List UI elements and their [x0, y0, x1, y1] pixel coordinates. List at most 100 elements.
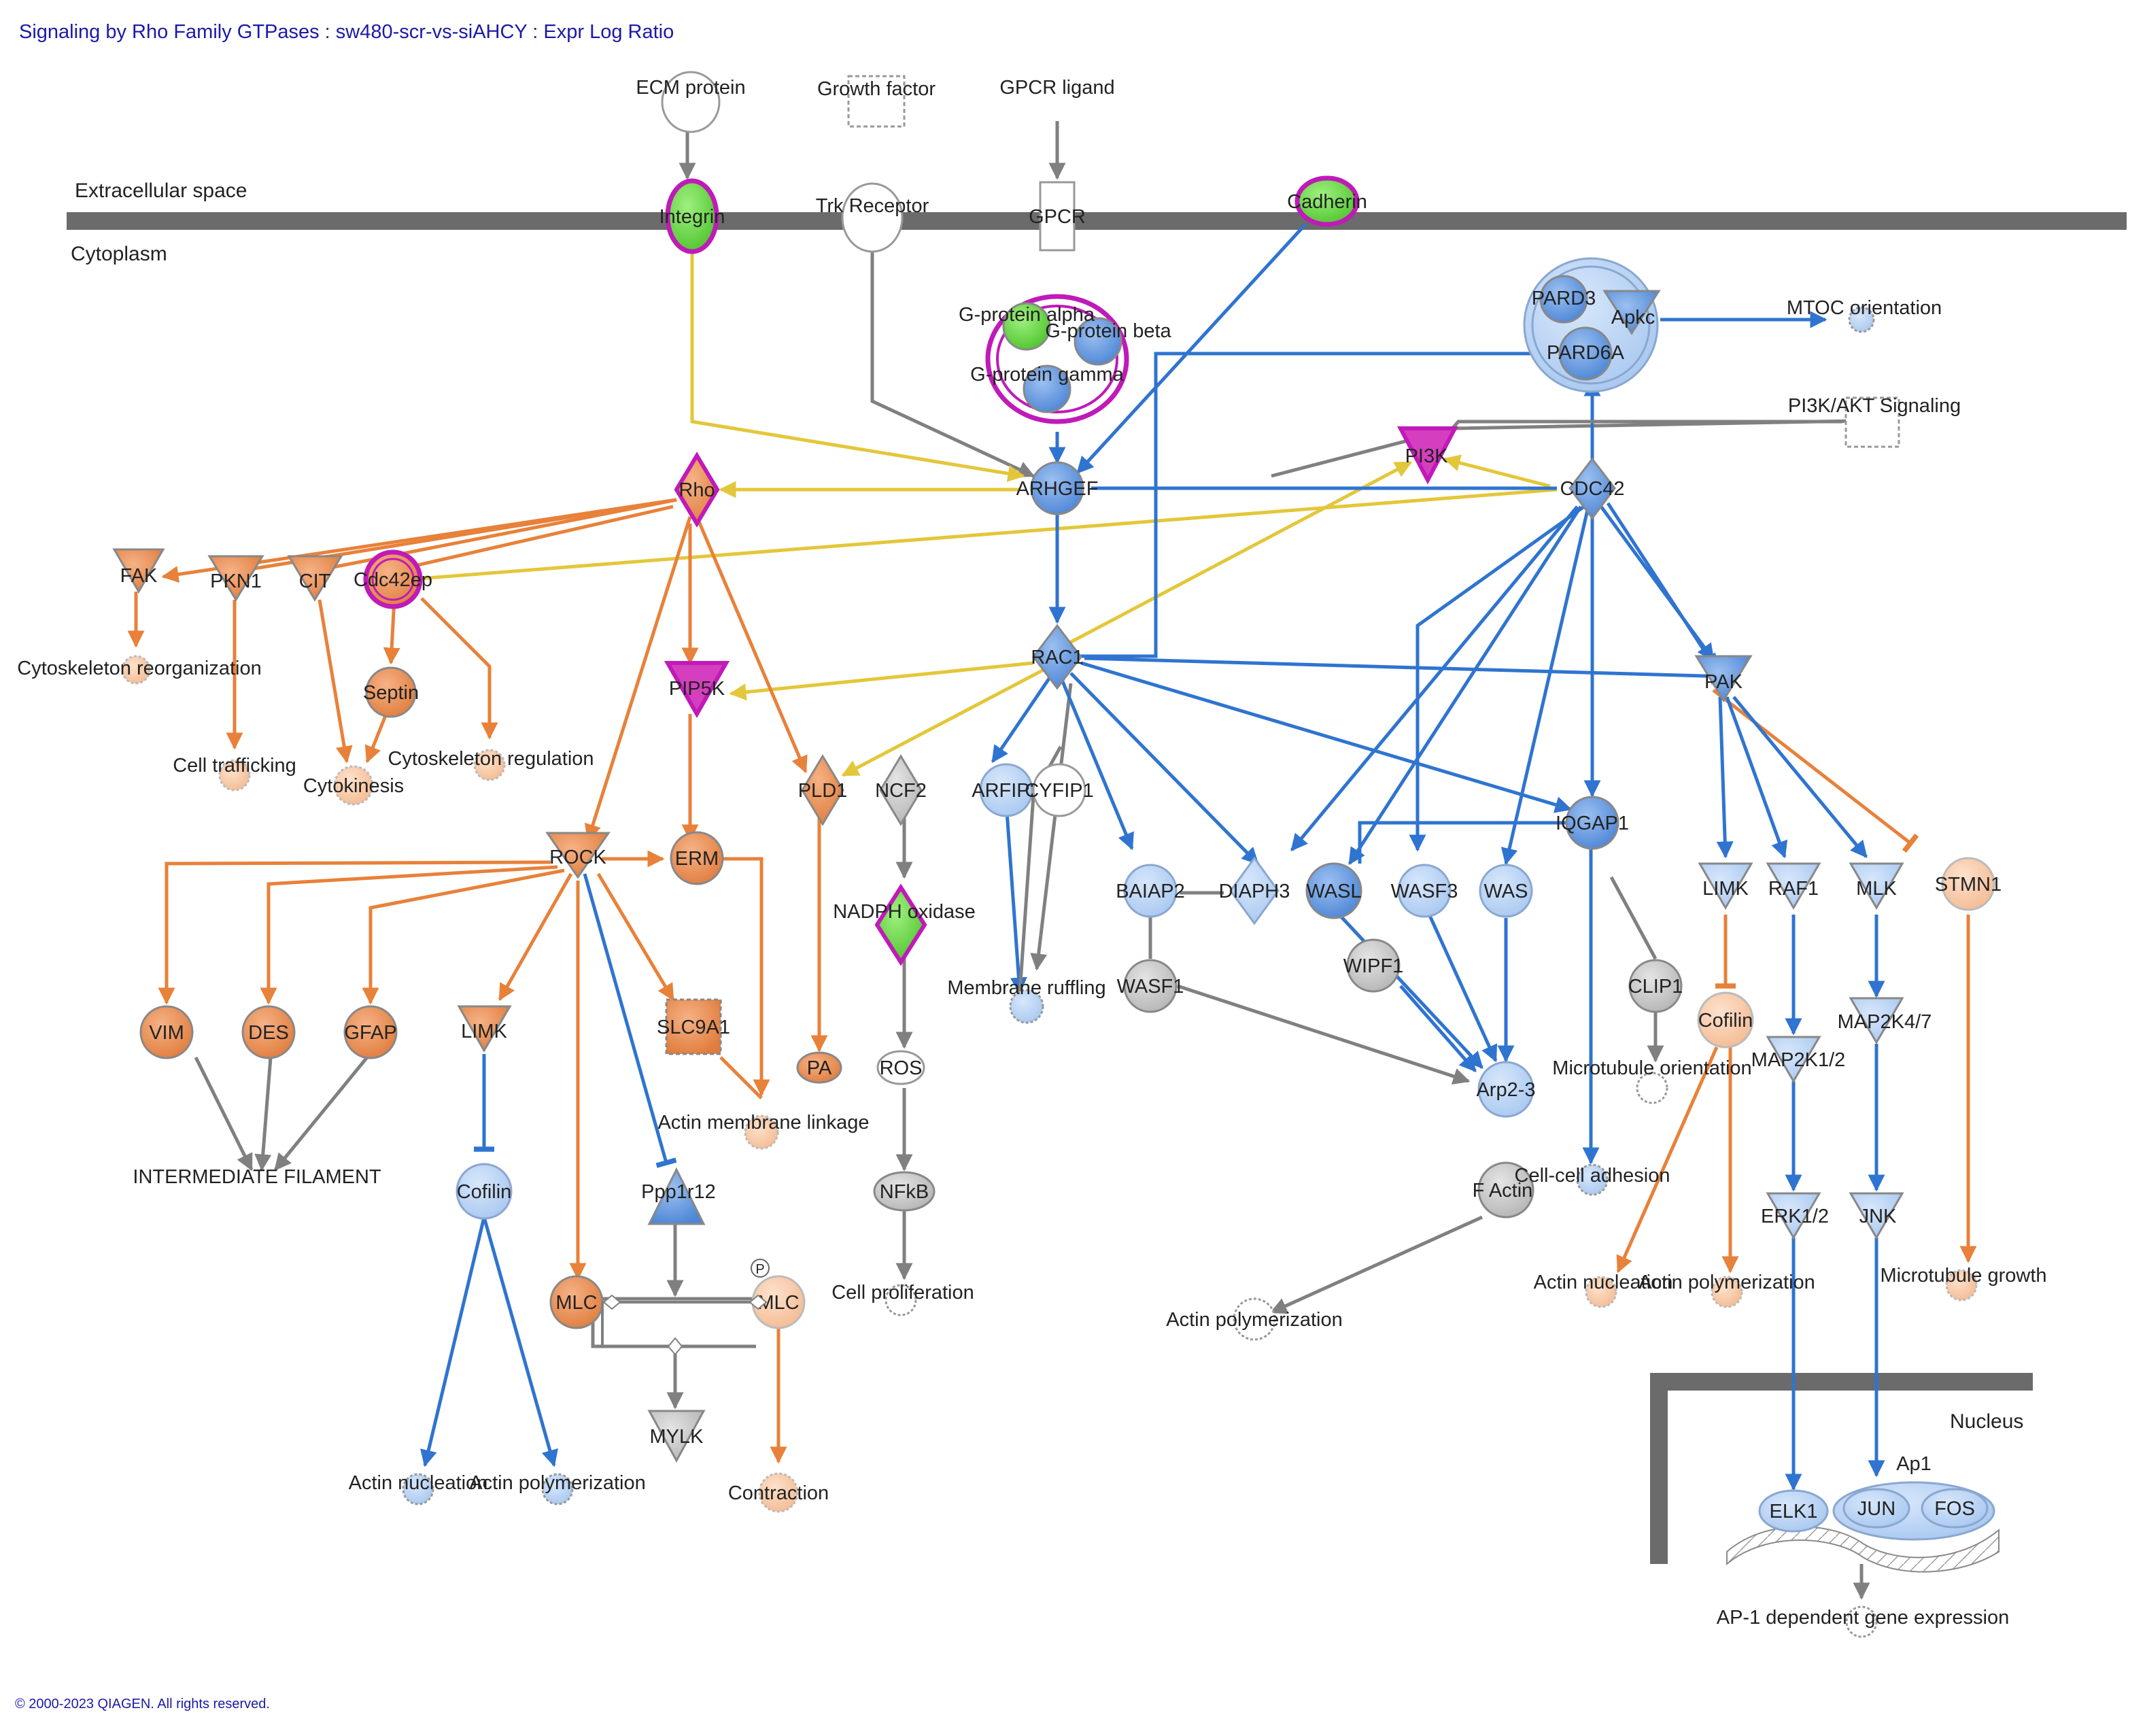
node-pld1[interactable]: PLD1 — [798, 754, 848, 826]
node-microtubule-growth[interactable]: Microtubule growth — [1881, 1265, 2047, 1301]
node-cytoskeleton-reorganization[interactable]: Cytoskeleton reorganization — [17, 655, 262, 685]
node-integrin[interactable]: Integrin — [659, 178, 725, 254]
node-actin-membrane-linkage[interactable]: Actin membrane linkage — [657, 1112, 870, 1150]
node-pa[interactable]: PA — [796, 1051, 842, 1084]
node-vim[interactable]: VIM — [139, 1005, 194, 1059]
svg-text:Actin polymerization: Actin polymerization — [469, 1472, 646, 1494]
node-mlk[interactable]: MLK — [1849, 862, 1904, 910]
node-cell-cell-adhesion[interactable]: Cell-cell adhesion — [1515, 1163, 1670, 1196]
node-pip5k[interactable]: PIP5K — [664, 661, 730, 719]
node-elk1[interactable]: ELK1 — [1758, 1489, 1829, 1533]
node-erm[interactable]: ERM — [670, 831, 724, 885]
node-slc9a1[interactable]: SLC9A1 — [657, 998, 730, 1055]
node-erk1-2[interactable]: ERK1/2 — [1761, 1192, 1829, 1240]
node-was[interactable]: WAS — [1479, 864, 1533, 918]
node-arp2-3[interactable]: Arp2-3 — [1476, 1061, 1536, 1118]
node-mtoc-orientation[interactable]: MTOC orientation — [1787, 297, 1942, 333]
node-cofilin-right[interactable]: Cofilin — [1697, 991, 1754, 1049]
svg-text:Cdc42ep: Cdc42ep — [354, 569, 432, 591]
node-actin-polymerization-mid[interactable]: Actin polymerization — [1166, 1297, 1343, 1341]
node-pi3k[interactable]: PI3K — [1397, 426, 1458, 485]
node-des[interactable]: DES — [241, 1005, 296, 1059]
node-cytokinesis[interactable]: Cytokinesis — [303, 765, 404, 806]
node-pard-complex[interactable]: PARD3 Apkc PARD6A — [1523, 257, 1661, 393]
node-baiap2[interactable]: BAIAP2 — [1116, 864, 1185, 918]
node-actin-polymerization-right[interactable]: Actin polymerization — [1638, 1272, 1815, 1308]
svg-text:CIT: CIT — [299, 571, 331, 592]
node-map2k1-2[interactable]: MAP2K1/2 — [1751, 1036, 1846, 1083]
node-pak[interactable]: PAK — [1694, 655, 1753, 702]
node-cell-trafficking[interactable]: Cell trafficking — [173, 755, 296, 792]
node-limk-right[interactable]: LIMK — [1698, 862, 1753, 910]
node-gpcr[interactable]: GPCR — [1029, 181, 1086, 252]
node-ros[interactable]: ROS — [876, 1050, 925, 1085]
node-ncf2[interactable]: NCF2 — [875, 754, 927, 826]
svg-text:Ppp1r12: Ppp1r12 — [641, 1181, 716, 1203]
node-clip1[interactable]: CLIP1 — [1628, 959, 1683, 1013]
svg-text:WASF3: WASF3 — [1391, 881, 1458, 902]
svg-text:GFAP: GFAP — [344, 1022, 396, 1044]
node-iqgap1[interactable]: IQGAP1 — [1556, 796, 1629, 850]
node-arhgef[interactable]: ARHGEF — [1016, 461, 1099, 515]
node-f-actin[interactable]: F Actin — [1473, 1161, 1534, 1219]
node-gfap[interactable]: GFAP — [343, 1005, 398, 1059]
node-cadherin[interactable]: Cadherin — [1287, 175, 1367, 227]
svg-text:PAK: PAK — [1704, 671, 1743, 693]
node-rock[interactable]: ROCK — [545, 832, 611, 879]
node-cell-proliferation[interactable]: Cell proliferation — [831, 1282, 974, 1316]
node-ecm-protein[interactable]: ECM protein — [636, 71, 746, 133]
node-arfip2[interactable]: ARFIP2 — [972, 763, 1041, 817]
label-pard3: PARD3 — [1532, 288, 1596, 309]
node-raf1[interactable]: RAF1 — [1766, 862, 1821, 910]
node-trk-receptor[interactable]: Trk Receptor — [816, 182, 929, 253]
node-intermediate-filament[interactable]: INTERMEDIATE FILAMENT — [133, 1166, 381, 1188]
node-gpcr-ligand[interactable]: GPCR ligand — [999, 77, 1114, 99]
svg-text:MAP2K4/7: MAP2K4/7 — [1838, 1011, 1932, 1033]
node-cytoskeleton-regulation[interactable]: Cytoskeleton regulation — [388, 748, 594, 781]
node-fak[interactable]: FAK — [112, 548, 165, 594]
node-stmn1[interactable]: STMN1 — [1935, 857, 2002, 911]
node-diaph3[interactable]: DIAPH3 — [1219, 856, 1290, 925]
node-wipf1[interactable]: WIPF1 — [1343, 938, 1404, 993]
node-septin[interactable]: Septin — [363, 666, 419, 718]
svg-text:NCF2: NCF2 — [875, 780, 927, 802]
node-growth-factor[interactable]: Growth factor — [817, 75, 936, 128]
node-jnk[interactable]: JNK — [1849, 1192, 1904, 1240]
node-rac1[interactable]: RAC1 — [1031, 624, 1084, 690]
node-cofilin-left[interactable]: Cofilin — [456, 1163, 513, 1220]
node-cdc42ep[interactable]: Cdc42ep — [354, 549, 432, 609]
node-ppp1r12[interactable]: Ppp1r12 — [641, 1167, 716, 1225]
node-wasf1[interactable]: WASF1 — [1117, 959, 1184, 1013]
node-ap1-dependent-gene-expression[interactable]: AP-1 dependent gene expression — [1717, 1605, 2009, 1638]
node-mlc-left[interactable]: MLC — [549, 1275, 604, 1329]
dna-strand — [1726, 1526, 2000, 1573]
node-membrane-ruffling[interactable]: Membrane ruffling — [947, 977, 1106, 1024]
node-nadph-oxidase[interactable]: NADPH oxidase — [833, 883, 976, 966]
label-g-alpha: G-protein alpha — [959, 304, 1095, 326]
node-ap1-complex[interactable]: JUN FOS — [1832, 1481, 1995, 1541]
node-wasf3[interactable]: WASF3 — [1391, 864, 1458, 918]
svg-text:MTOC orientation: MTOC orientation — [1787, 297, 1942, 319]
node-mlc-right[interactable]: MLC P — [751, 1259, 806, 1329]
node-actin-polymerization-left[interactable]: Actin polymerization — [469, 1472, 646, 1505]
node-rho[interactable]: Rho — [674, 452, 720, 528]
node-cdc42[interactable]: CDC42 — [1560, 457, 1625, 520]
node-actin-nucleation-right[interactable]: Actin nucleation — [1534, 1272, 1673, 1308]
node-pi3k-akt-signaling[interactable]: PI3K/AKT Signaling — [1788, 395, 1961, 448]
node-nfkb[interactable]: NFkB — [873, 1171, 936, 1212]
svg-text:Growth factor: Growth factor — [817, 78, 936, 100]
node-microtubule-orientation[interactable]: Microtubule orientation — [1552, 1057, 1752, 1104]
node-mylk[interactable]: MYLK — [647, 1410, 706, 1463]
edges-yellow — [382, 231, 1558, 777]
edges-blue — [420, 223, 1885, 1491]
node-g-protein-complex[interactable]: G-protein alpha G-protein beta G-protein… — [959, 294, 1172, 424]
node-cit[interactable]: CIT — [287, 555, 343, 602]
node-pkn1[interactable]: PKN1 — [207, 555, 264, 602]
node-wasl[interactable]: WASL — [1305, 862, 1362, 919]
node-cyfip1[interactable]: CYFIP1 — [1025, 763, 1094, 817]
node-limk-left[interactable]: LIMK — [457, 1005, 512, 1053]
node-contraction[interactable]: Contraction — [728, 1472, 829, 1513]
node-actin-nucleation-left[interactable]: Actin nucleation — [349, 1472, 488, 1505]
node-map2k4-7[interactable]: MAP2K4/7 — [1838, 997, 1932, 1044]
svg-text:MLK: MLK — [1856, 878, 1897, 900]
